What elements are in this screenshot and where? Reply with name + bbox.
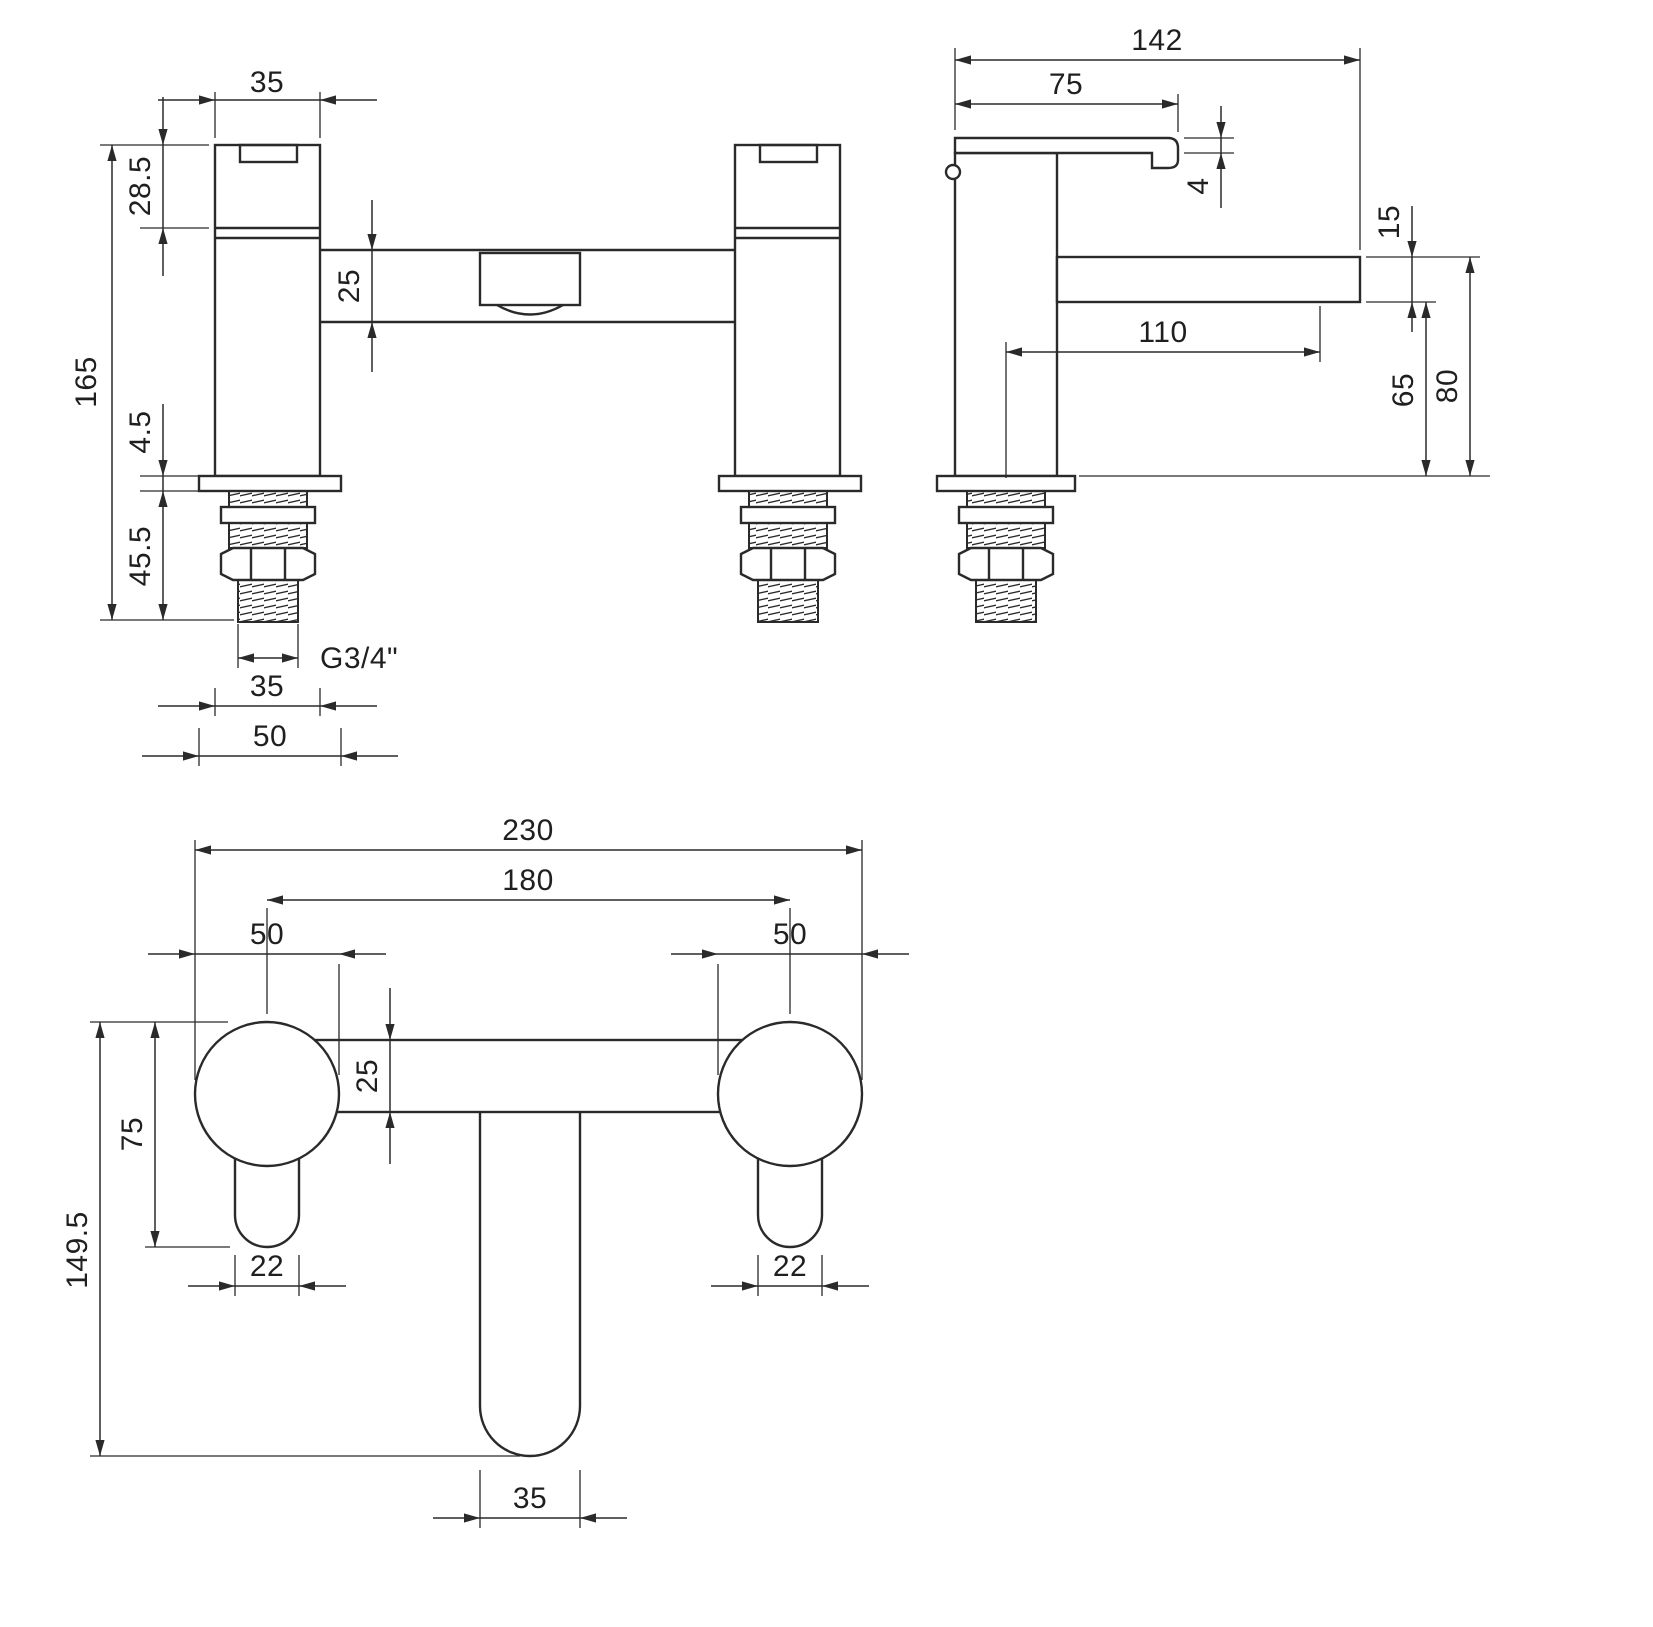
dim-label-plan-overall-projection: 149.5 xyxy=(61,1211,94,1289)
front-geometry xyxy=(197,143,863,623)
washer xyxy=(957,505,1055,525)
side-geometry xyxy=(935,136,1362,623)
dim-label-plan-left-body-dia: 50 xyxy=(250,918,284,951)
front-spout-nose xyxy=(478,251,582,307)
dim-label-front-spout-body-height: 25 xyxy=(333,269,366,303)
front-collar-lines xyxy=(215,226,840,240)
dim-label-front-tail-length: 45.5 xyxy=(124,526,157,586)
dim-label-plan-bar-width: 25 xyxy=(351,1059,384,1093)
dim-label-front-thread-spec: G3/4" xyxy=(320,642,398,675)
hex-nut xyxy=(219,546,317,582)
dim-label-side-spout-top-height: 80 xyxy=(1431,369,1464,403)
side-flange xyxy=(935,474,1077,493)
plan-geometry xyxy=(193,1020,864,1458)
dim-label-plan-left-handle-width: 22 xyxy=(250,1250,284,1283)
dim-label-plan-tap-centres: 180 xyxy=(502,864,554,897)
washer xyxy=(219,505,317,525)
plan-dimensions: 230 180 50 50 25 75 149.5 22 xyxy=(61,814,909,1528)
thread-tail xyxy=(237,579,299,623)
plan-left-body xyxy=(193,1020,341,1168)
dim-label-side-spout-reach: 110 xyxy=(1138,316,1187,349)
dim-label-plan-right-body-dia: 50 xyxy=(773,918,807,951)
dim-label-front-overall-height: 165 xyxy=(70,356,103,408)
plan-spout-bar xyxy=(265,1038,792,1114)
hex-nut xyxy=(739,546,837,582)
plan-right-body xyxy=(716,1020,864,1168)
side-spout xyxy=(1055,255,1362,304)
washer xyxy=(739,505,837,525)
dim-label-plan-right-handle-width: 22 xyxy=(773,1250,807,1283)
dim-label-front-body-width: 35 xyxy=(250,670,284,703)
dim-label-side-overall-depth: 142 xyxy=(1131,24,1183,57)
side-view: 142 75 4 15 110 65 80 xyxy=(935,24,1490,623)
front-right-flange xyxy=(717,474,863,493)
dim-label-side-handle-thickness: 4 xyxy=(1182,177,1215,194)
front-right-handle-top xyxy=(758,143,819,164)
front-right-column xyxy=(733,143,842,478)
front-dimensions: 35 28.5 165 4.5 45.5 25 G3/4" 35 xyxy=(70,66,398,766)
hex-nut-facets xyxy=(769,548,807,580)
plan-spout xyxy=(478,1058,582,1458)
side-handle-pivot xyxy=(944,163,962,181)
side-handle-lever xyxy=(953,136,1180,170)
dim-label-side-spout-height: 15 xyxy=(1373,205,1406,239)
side-dimensions: 142 75 4 15 110 65 80 xyxy=(954,24,1490,478)
dim-label-front-handle-height: 28.5 xyxy=(124,156,157,216)
plan-extension-lines xyxy=(90,840,863,1528)
hex-nut xyxy=(957,546,1055,582)
front-spout-outlet xyxy=(496,303,564,316)
front-spout-bar xyxy=(320,248,735,324)
plan-view: 230 180 50 50 25 75 149.5 22 xyxy=(61,814,909,1528)
thread-tail xyxy=(757,579,819,623)
front-left-column xyxy=(213,143,322,478)
front-right-inlet-tail xyxy=(739,490,837,623)
front-left-flange xyxy=(197,474,343,493)
dim-label-plan-spout-width: 35 xyxy=(513,1482,547,1515)
thread-tail xyxy=(975,579,1037,623)
front-left-handle-top xyxy=(238,143,299,164)
side-extension-lines xyxy=(954,48,1490,478)
hex-nut-facets xyxy=(249,548,287,580)
front-view: 35 28.5 165 4.5 45.5 25 G3/4" 35 xyxy=(70,66,863,766)
dim-label-plan-handle-projection: 75 xyxy=(116,1117,149,1151)
front-left-inlet-tail xyxy=(219,490,317,623)
dim-label-front-flange-thickness: 4.5 xyxy=(124,410,157,453)
dim-label-front-flange-width: 50 xyxy=(253,720,287,753)
dim-label-front-handle-width: 35 xyxy=(250,66,284,99)
hex-nut-facets xyxy=(987,548,1025,580)
dim-label-plan-overall-width: 230 xyxy=(502,814,554,847)
dim-label-side-spout-underside-height: 65 xyxy=(1387,373,1420,407)
dim-label-side-handle-length: 75 xyxy=(1049,68,1083,101)
side-inlet-tail xyxy=(957,490,1055,623)
